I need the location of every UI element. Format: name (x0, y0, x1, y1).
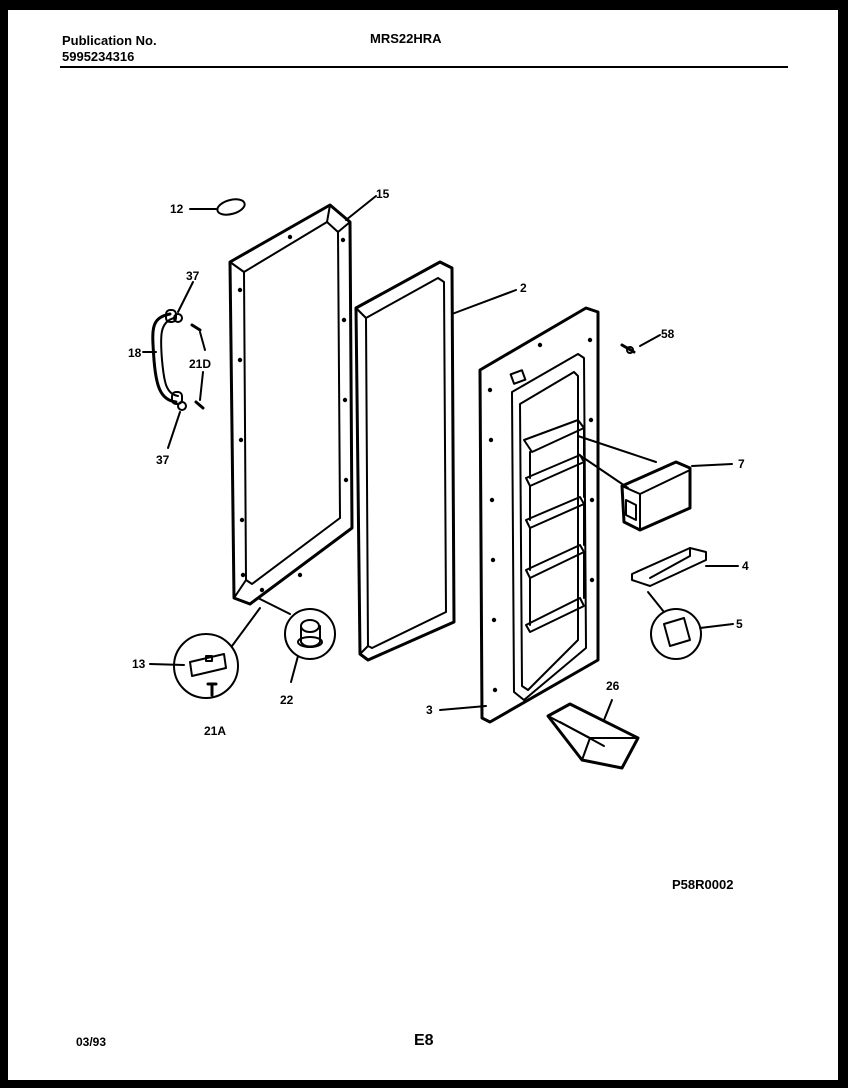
callout-2: 2 (520, 281, 527, 295)
part-4-shelf-bracket (631, 547, 739, 587)
callout-58: 58 (661, 327, 675, 341)
part-13-hinge-detail (149, 607, 261, 699)
page-edge-mark (0, 604, 10, 606)
part-18-door-handle (142, 309, 183, 405)
part-22-hinge-bushing (257, 597, 336, 683)
publication-label: Publication No. (62, 33, 157, 48)
callout-7: 7 (738, 457, 745, 471)
header-rule (60, 66, 788, 68)
callout-37-top: 37 (186, 269, 200, 283)
callout-3: 3 (426, 703, 433, 717)
callout-21a: 21A (204, 724, 226, 738)
publication-number: 5995234316 (62, 49, 135, 64)
callout-37-bottom: 37 (156, 453, 170, 467)
part-12-badge (189, 198, 246, 216)
callout-22: 22 (280, 693, 294, 707)
parts-sheet: Publication No. 5995234316 MRS22HRA P58R… (8, 10, 838, 1080)
diagram-code: P58R0002 (672, 877, 734, 892)
callout-4: 4 (742, 559, 749, 573)
callout-13: 13 (132, 657, 146, 671)
callout-21d: 21D (189, 357, 211, 371)
callout-18: 18 (128, 346, 142, 360)
revision-date: 03/93 (76, 1035, 107, 1049)
callout-15: 15 (376, 187, 390, 201)
part-15-door-frame (228, 195, 377, 606)
part-37-handle-screws (167, 281, 194, 449)
part-7-dairy-compartment-door (577, 435, 733, 532)
part-58-screw (620, 334, 661, 354)
part-5-bracket-detail (647, 591, 734, 660)
part-3-inner-door-liner (439, 306, 600, 724)
part-21d-handle-screws (190, 323, 206, 410)
part-26-door-bin (546, 699, 640, 770)
callout-26: 26 (606, 679, 620, 693)
part-2-door-gasket (354, 260, 517, 662)
model-number: MRS22HRA (370, 31, 442, 46)
callout-12: 12 (170, 202, 184, 216)
part-21a-hinge-screw (206, 682, 218, 697)
callout-5: 5 (736, 617, 743, 631)
page-number: E8 (414, 1032, 434, 1049)
